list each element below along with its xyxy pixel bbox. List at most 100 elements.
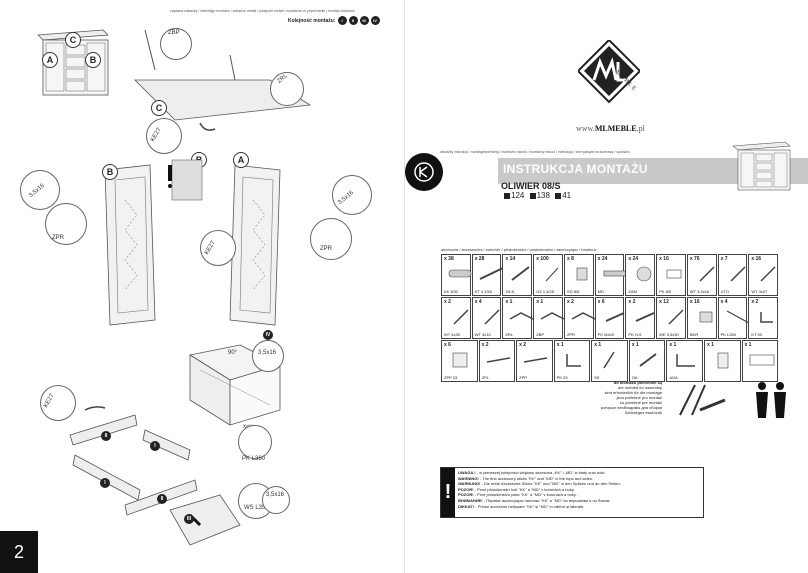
website-suffix: .pl [636, 124, 645, 133]
warning-line: WARNUNG! - Die erste Accessoire-Sticks "… [458, 481, 621, 487]
dimension-width: 138 [536, 191, 550, 200]
bolt-icon [636, 312, 655, 322]
seal-emblem-icon [414, 162, 434, 182]
callout-label: ZPR [320, 246, 332, 252]
nail-icon [545, 267, 559, 282]
website-domain: MLMEBLE [594, 124, 637, 133]
rail-icon [726, 310, 749, 324]
bolt-icon [605, 312, 625, 322]
callout-ke27 [40, 385, 76, 421]
warning-box: ! UWAGA ! - w pierwszej kolejności wbija… [440, 467, 704, 518]
screw-icon [699, 266, 715, 282]
top-note: zapasna wskaźky / lettertilige montaże /… [170, 9, 355, 13]
page-divider [404, 0, 405, 573]
cabinet-overview-illustration [37, 29, 109, 96]
drawer-step-label: II [157, 494, 167, 504]
box-connector-icon [452, 352, 468, 368]
drawer-box-illustration [188, 344, 282, 426]
model-name: OLIWIER 08/S [501, 181, 561, 191]
warning-line: POZOR! - Prvé príslušenstvo palíc "KK" a… [458, 492, 577, 498]
callout-pk-l360 [238, 425, 272, 459]
callout-ke27 [146, 118, 182, 154]
hinge-icon [571, 312, 596, 320]
dimension-depth: 41 [562, 191, 572, 200]
part-label-c: C [151, 100, 167, 116]
callout-label: ZPR [52, 235, 64, 241]
cabinet-thumbnail-illustration [732, 141, 791, 191]
door-panel-b-illustration [104, 164, 156, 326]
website-link[interactable]: www.MLMEBLE.pl [576, 124, 645, 133]
warning-line: WARNING! - The first accessory sticks "K… [458, 475, 593, 481]
quality-seal-icon [405, 153, 443, 191]
glue-icon [717, 352, 729, 369]
drawer-step-label: III [184, 514, 194, 524]
page-number: 2 [0, 531, 38, 573]
callout-zbp [160, 28, 192, 60]
screw-icon [453, 309, 469, 325]
screw-icon [668, 309, 684, 325]
screw-icon [484, 309, 500, 325]
banner-title: INSTRUKCJA MONTAŻU [503, 162, 648, 176]
dimension-height: 124 [511, 191, 525, 200]
callout-zpr [310, 218, 352, 260]
tools-note-line: которые необходимы для сборки [600, 405, 662, 410]
tools-note-line: are needed for assembly [617, 385, 662, 390]
part-cell: x 1 [741, 340, 779, 382]
door-panel-a-illustration [229, 164, 281, 326]
part-label-c: C [65, 32, 81, 48]
bracket-icon [676, 354, 696, 367]
callout-ke27 [200, 230, 236, 266]
shelf-support-icon [523, 357, 548, 363]
dowel-icon [576, 267, 588, 281]
tools-note-line: do montażu potrzebne są [613, 380, 662, 385]
tools-note: do montażu potrzebne są are needed for a… [580, 380, 662, 415]
callout-zrl [270, 72, 304, 106]
part-label-b: B [102, 164, 118, 180]
screw-icon [730, 266, 746, 282]
hinge-icon [540, 312, 565, 320]
drawer-step-label: I [100, 478, 110, 488]
callout-label: 3,5x16 [258, 350, 277, 356]
part-cell: x 1 [703, 340, 741, 382]
step-badge: I [337, 16, 347, 25]
callout-screw [332, 175, 372, 215]
part-label-a: A [42, 52, 58, 68]
website-prefix: www. [576, 124, 595, 133]
screw-icon [760, 266, 776, 282]
screw-icon [511, 266, 531, 281]
part-label-a: A [233, 152, 249, 168]
drawer-step-label: II [101, 431, 111, 441]
warning-line: UWAGA ! - w pierwszej kolejności wbijamy… [458, 470, 606, 475]
callout-screw [252, 340, 284, 372]
shelf-support-icon [486, 357, 510, 363]
warning-line: ВНИМАНИЕ! - Первые аксессуары палочки "K… [458, 497, 611, 503]
callout-label: WS L350 [244, 505, 269, 511]
